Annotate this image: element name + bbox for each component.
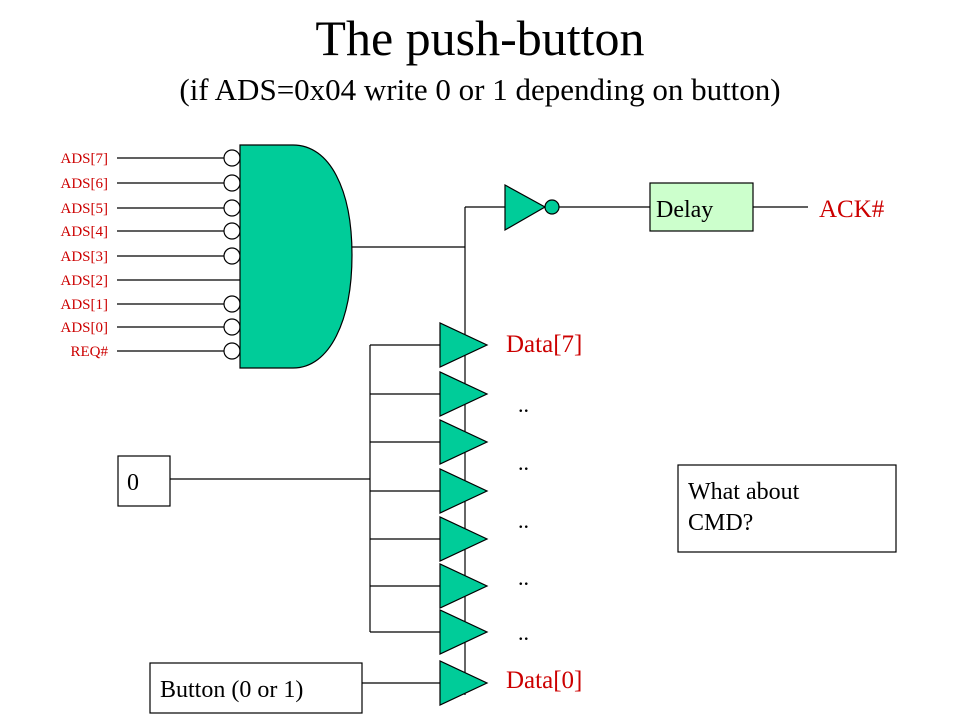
data-top-label: Data[7]: [506, 331, 582, 358]
note-box: [677, 464, 897, 553]
inversion-bubble: [223, 295, 241, 313]
inversion-bubble: [223, 247, 241, 265]
tri-state-buffer: [439, 516, 489, 562]
inversion-bubble: [223, 174, 241, 192]
and-input-label: ADS[2]: [61, 273, 109, 289]
and-input-label: ADS[7]: [61, 151, 109, 167]
tri-state-buffer: [439, 468, 489, 514]
data-ellipsis: ..: [518, 450, 529, 475]
and-input-label: ADS[1]: [61, 297, 109, 313]
and-gate: [239, 144, 353, 369]
tri-state-buffers: [370, 322, 489, 706]
tri-state-buffer: [439, 563, 489, 609]
tri-state-buffer: [439, 609, 489, 655]
and-input-label: ADS[0]: [61, 320, 109, 336]
data-ellipsis: ..: [518, 392, 529, 417]
and-input-label: ADS[5]: [61, 201, 109, 217]
and-input-label: ADS[3]: [61, 249, 109, 265]
tri-state-buffer: [439, 419, 489, 465]
data-bottom-label: Data[0]: [506, 667, 582, 694]
tri-state-buffer: [439, 660, 489, 706]
and-input-label: ADS[6]: [61, 176, 109, 192]
data-ellipsis: ..: [518, 508, 529, 533]
page-subtitle: (if ADS=0x04 write 0 or 1 depending on b…: [179, 72, 780, 107]
button-box: [149, 662, 363, 714]
note-line: CMD?: [688, 510, 753, 536]
button-label: Button (0 or 1): [160, 677, 303, 703]
data-ellipsis: ..: [518, 565, 529, 590]
zero-constant-label: 0: [127, 470, 139, 496]
tri-state-buffer: [439, 371, 489, 417]
page-title: The push-button: [315, 10, 644, 66]
inverter-bubble: [544, 199, 560, 215]
zero-constant-box: [117, 455, 171, 507]
inverter: [504, 183, 547, 232]
delay-label: Delay: [656, 197, 713, 223]
and-gate-inputs: ADS[7] ADS[6] ADS[5] ADS[4] ADS[3] ADS[2] ADS[…: [61, 149, 241, 360]
data-ellipsis: ..: [518, 620, 529, 645]
inversion-bubble: [223, 318, 241, 336]
inversion-bubble: [223, 199, 241, 217]
tri-state-buffer: [439, 322, 489, 368]
inversion-bubble: [223, 149, 241, 167]
inversion-bubble: [223, 222, 241, 240]
and-input-label: REQ#: [71, 344, 109, 360]
inversion-bubble: [223, 342, 241, 360]
note-line: What about: [688, 479, 800, 505]
and-input-label: ADS[4]: [61, 224, 109, 240]
data-ellipsis-group: ..........: [518, 392, 529, 645]
ack-label: ACK#: [819, 196, 885, 223]
